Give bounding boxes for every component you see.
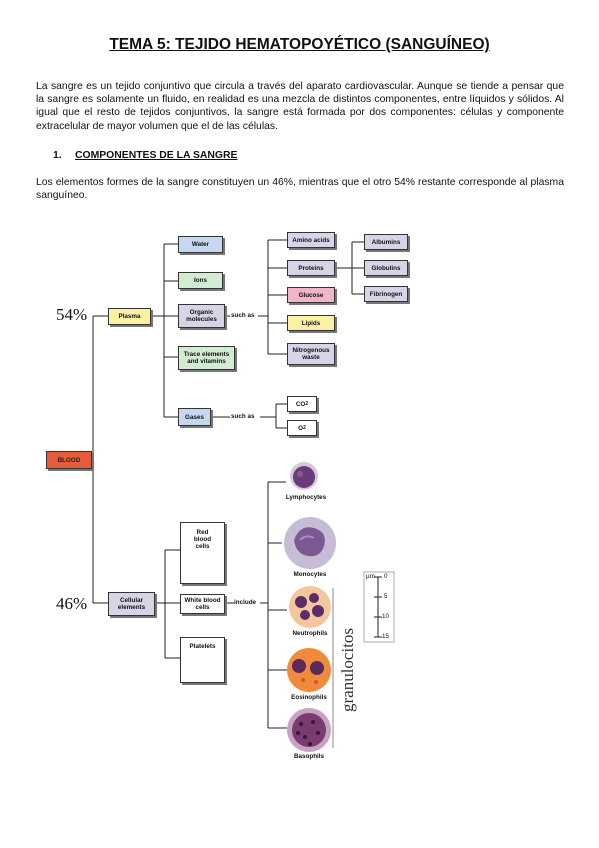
o2-label: O [298,424,304,432]
nitrogenous-waste-box: Nitrogenous waste [287,343,335,365]
lymphocytes-label: Lymphocytes [285,494,327,501]
lipids-box: Lipids [287,315,335,331]
amino-acids-box: Amino acids [287,232,335,248]
neutrophil-icon [289,586,331,628]
eosinophils-label: Eosinophils [291,694,327,701]
platelets-box: Platelets [180,637,225,683]
intro-paragraph: La sangre es un tejido conjuntivo que ci… [36,81,564,132]
page-title: TEMA 5: TEJIDO HEMATOPOYÉTICO (SANGUÍNEO… [109,36,490,53]
section-number: 1. [53,150,62,161]
scale-tick-5: 5 [384,593,388,600]
granulocytes-label-wrapper: granulocitos [338,628,422,732]
water-box: Water [178,236,223,253]
lymphocyte-icon [290,462,318,490]
basophil-icon [287,708,331,752]
scale-tick-15: 15 [382,633,390,640]
red-blood-cells-label: Red blood cells [193,529,212,550]
plasma-box: Plasma [108,308,151,325]
cellular-elements-box: Cellular elements [108,592,155,616]
scale-tick-10: 10 [382,613,390,620]
glucose-box: Glucose [287,287,335,303]
organic-molecules-box: Organic molecules [178,304,225,328]
eosinophil-icon [287,648,331,692]
scale-tick-0: 0 [384,573,388,580]
include-label: include [234,599,257,606]
basophils-label: Basophils [293,753,325,760]
plasma-percent: 54% [56,305,88,324]
albumins-box: Albumins [364,234,408,250]
granulocytes-label: granulocitos [338,627,357,712]
gases-box: Gases [178,408,211,426]
blood-box: BLOOD [46,451,92,469]
such-as-label-gases: such as [231,413,255,420]
co2-subscript: 2 [305,400,309,407]
co2-label: CO [295,400,306,408]
platelets-label: Platelets [189,643,216,650]
proteins-box: Proteins [287,260,335,276]
white-blood-cells-box: White blood cells [180,594,225,614]
section-paragraph: Los elementos formes de la sangre consti… [36,177,564,202]
fibrinogen-box: Fibrinogen [364,286,408,302]
o2-subscript: 2 [303,424,306,431]
cells-percent: 46% [56,594,88,613]
globulins-box: Globulins [364,260,408,276]
trace-elements-box: Trace elements and vitamins [178,346,235,370]
section-title: COMPONENTES DE LA SANGRE [75,150,238,161]
monocyte-icon [284,517,336,569]
neutrophils-label: Neutrophils [292,630,328,637]
section-heading: 1. COMPONENTES DE LA SANGRE [53,150,237,161]
scale-unit: µm [366,573,375,580]
red-blood-cells-box: Red blood cells [180,522,225,584]
ions-box: Ions [178,272,223,289]
monocytes-label: Monocytes [293,571,327,578]
such-as-label-organic: such as [231,312,255,319]
